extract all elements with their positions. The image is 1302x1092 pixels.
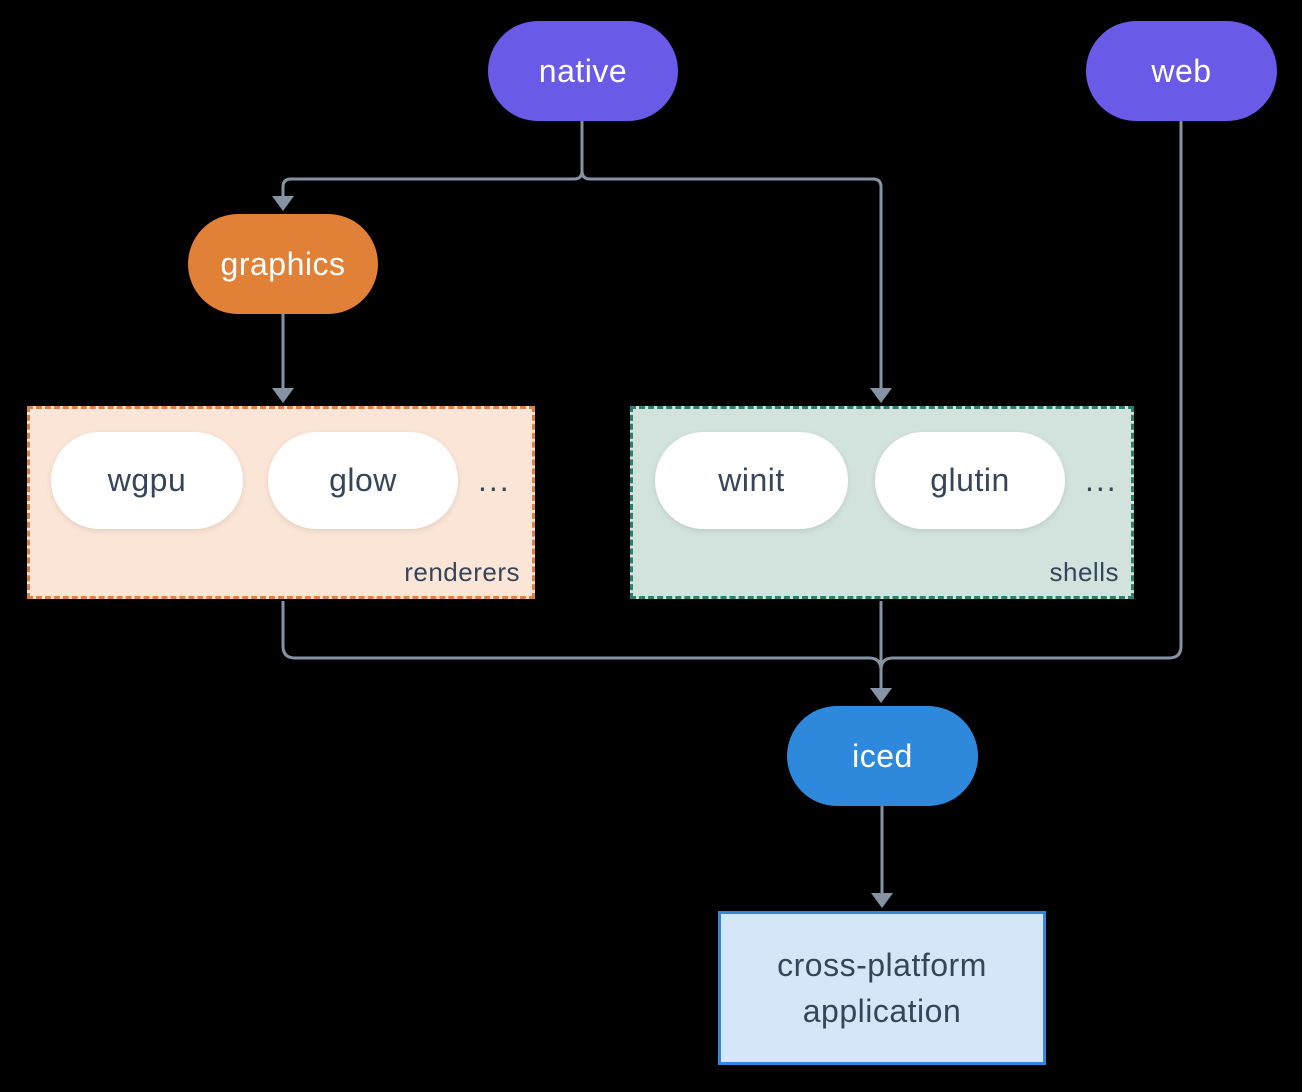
pill-wgpu: wgpu (51, 432, 243, 529)
node-iced-label: iced (852, 737, 913, 774)
app-box: cross-platform application (718, 911, 1046, 1065)
group-renderers-label: renderers (404, 557, 520, 587)
edge-native-to-graphics (281, 121, 584, 198)
node-iced: iced (787, 706, 978, 806)
node-web-label: web (1151, 52, 1212, 89)
pill-wgpu-label: wgpu (107, 462, 187, 498)
renderers-ellipsis: ... (478, 462, 511, 498)
arrowhead-into-renderers (272, 388, 294, 403)
pill-glow-label: glow (329, 462, 397, 498)
arrowhead-into-graphics (272, 196, 294, 211)
group-shells-label: shells (1049, 557, 1119, 587)
node-graphics-label: graphics (220, 245, 346, 282)
shells-ellipsis: ... (1085, 462, 1118, 498)
pill-glutin: glutin (875, 432, 1065, 529)
app-box-line1: cross-platform (777, 947, 987, 983)
arrowhead-into-shells (870, 388, 892, 403)
group-shells: winit glutin ... shells (630, 406, 1134, 599)
edge-native-to-shells (580, 121, 883, 389)
app-box-line2: application (802, 993, 962, 1029)
node-graphics: graphics (188, 214, 378, 314)
arrowhead-into-app (871, 893, 893, 908)
pill-winit: winit (655, 432, 848, 529)
node-native: native (488, 21, 678, 121)
pill-glow: glow (268, 432, 458, 529)
arrowhead-into-iced (870, 688, 892, 703)
pill-winit-label: winit (718, 462, 785, 498)
edge-renderers-to-merge (281, 601, 883, 671)
node-native-label: native (538, 52, 628, 89)
pill-glutin-label: glutin (930, 462, 1010, 498)
group-renderers: wgpu glow ... renderers (27, 406, 535, 599)
node-web: web (1086, 21, 1277, 121)
